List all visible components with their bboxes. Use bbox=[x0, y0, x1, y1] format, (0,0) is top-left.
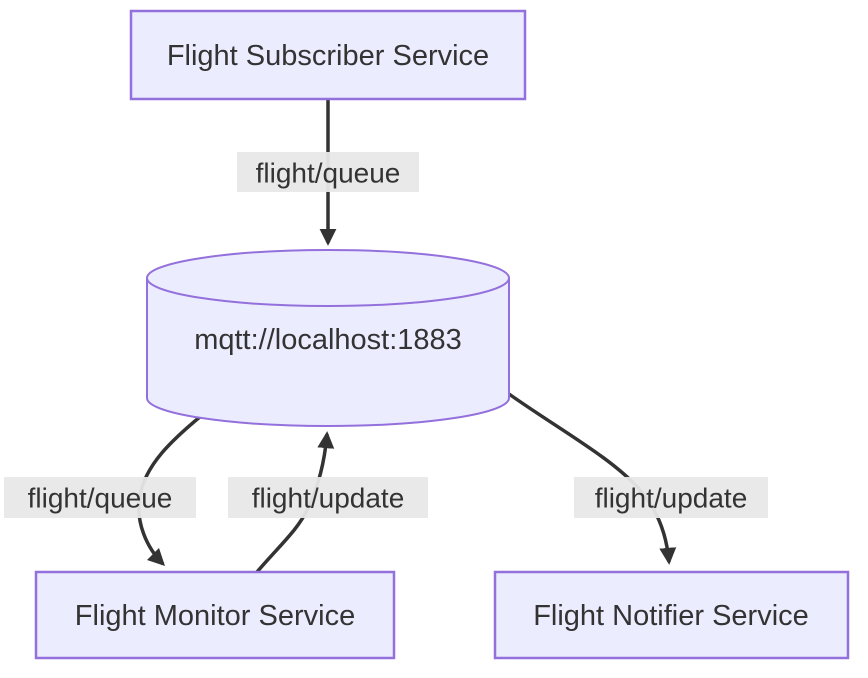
broker-label: mqtt://localhost:1883 bbox=[194, 324, 462, 356]
node-mqtt-broker-cylinder: mqtt://localhost:1883 bbox=[146, 249, 510, 427]
monitor-label: Flight Monitor Service bbox=[75, 600, 355, 632]
edge-label-bg bbox=[4, 477, 196, 518]
edge-label-flight-update-right: flight/update bbox=[574, 477, 768, 518]
edge-label-text: flight/update bbox=[252, 483, 405, 514]
subscriber-label: Flight Subscriber Service bbox=[167, 40, 489, 72]
node-flight-notifier-service: Flight Notifier Service bbox=[493, 570, 850, 660]
edge-label-flight-queue-left: flight/queue bbox=[4, 477, 196, 518]
edge-label-bg bbox=[574, 477, 768, 518]
subscriber-box bbox=[129, 9, 527, 101]
edge-label-text: flight/update bbox=[595, 483, 748, 514]
edge-label-text: flight/queue bbox=[256, 158, 401, 189]
node-flight-monitor-service: Flight Monitor Service bbox=[34, 570, 396, 660]
notifier-label: Flight Notifier Service bbox=[533, 600, 809, 632]
cylinder-top bbox=[146, 249, 510, 307]
edge-label-flight-queue-top: flight/queue bbox=[237, 152, 419, 192]
notifier-box bbox=[493, 570, 850, 660]
monitor-box bbox=[34, 570, 396, 660]
edge-label-bg bbox=[237, 152, 419, 192]
edge-label-flight-update-middle: flight/update bbox=[228, 477, 428, 518]
edge-label-text: flight/queue bbox=[28, 483, 173, 514]
edge-label-bg bbox=[228, 477, 428, 518]
node-flight-subscriber-service: Flight Subscriber Service bbox=[129, 9, 527, 101]
